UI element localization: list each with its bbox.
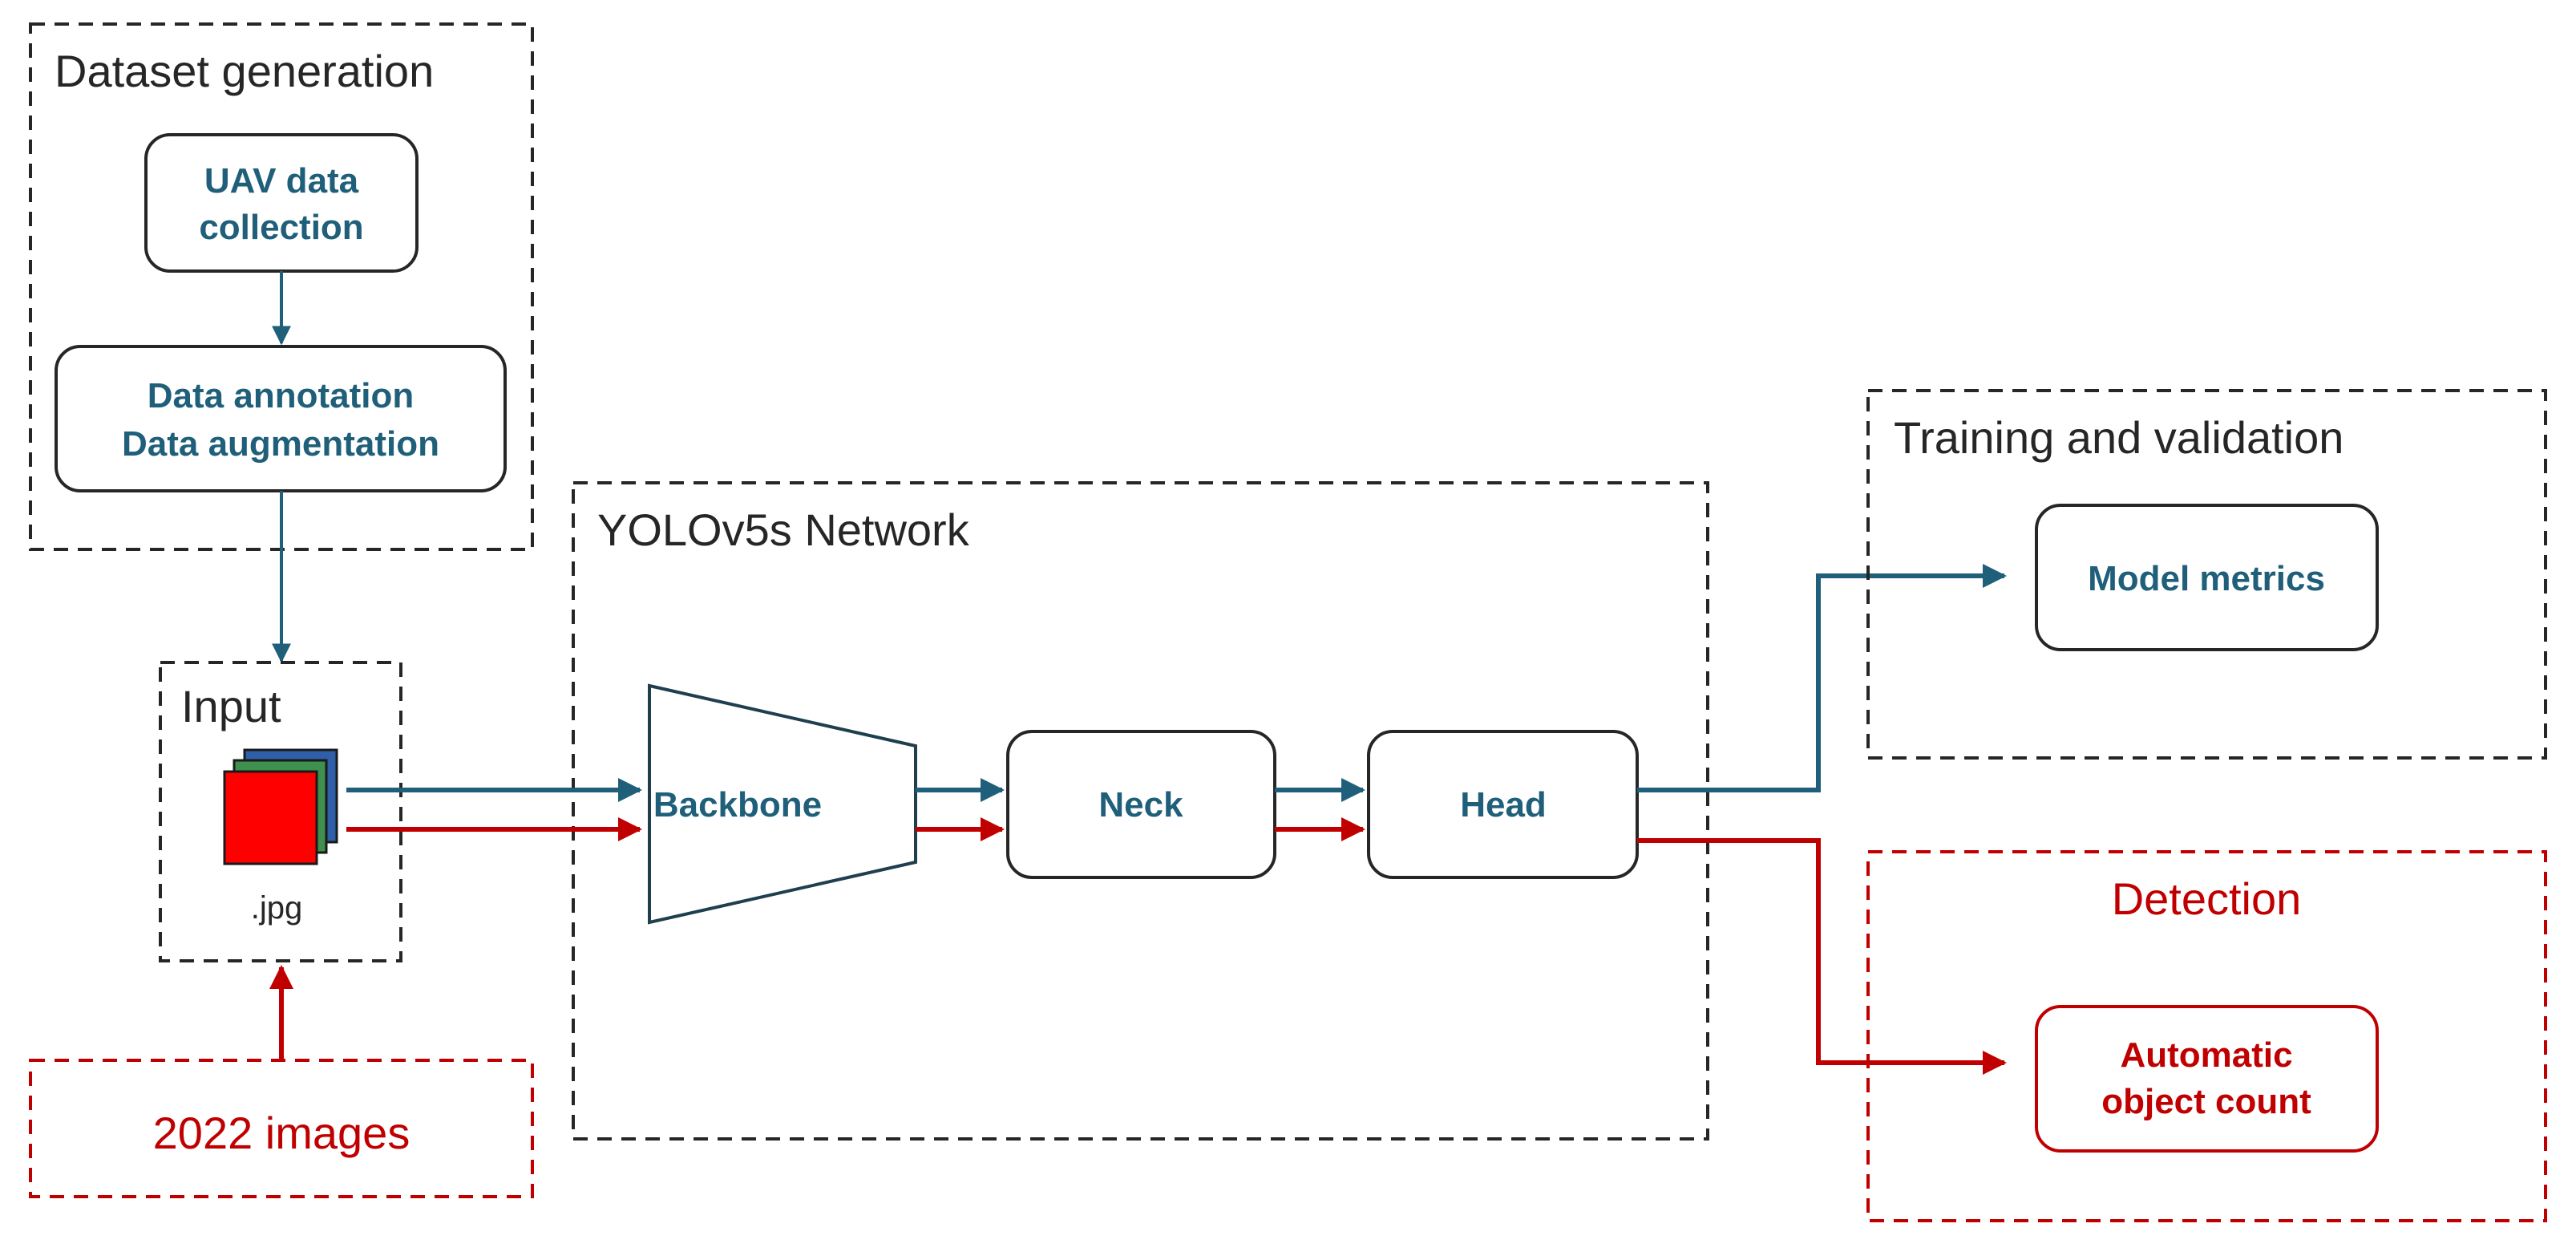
model-metrics-label: Model metrics (2088, 559, 2325, 598)
head-label: Head (1460, 785, 1547, 825)
neck-label: Neck (1098, 785, 1183, 825)
head-to-metrics-arrow (1637, 564, 2007, 792)
head-to-count-arrow (1637, 838, 2007, 1075)
annotation-label-line-2: Data augmentation (122, 424, 439, 464)
detection-group: Detection Automatic object count (1866, 850, 2547, 1222)
images-count-label: 2022 images (153, 1108, 410, 1158)
backbone-label: Backbone (653, 785, 822, 825)
network-title: YOLOv5s Network (597, 504, 970, 555)
neck-node: Neck (1006, 730, 1276, 879)
flow-arrows (346, 564, 2007, 1075)
uav-data-collection-node: UAV data collection (144, 133, 419, 273)
model-metrics-node: Model metrics (2035, 504, 2379, 651)
object-count-label-line-1: Automatic (2120, 1035, 2292, 1075)
training-validation-group: Training and validation Model metrics (1866, 389, 2547, 760)
dataset-generation-group: Dataset generation UAV data collection D… (29, 22, 534, 551)
head-node: Head (1367, 730, 1639, 879)
object-count-label-line-2: object count (2101, 1082, 2311, 1121)
uav-label-line-1: UAV data (204, 161, 359, 201)
detection-title: Detection (2112, 873, 2302, 924)
annotation-label-line-1: Data annotation (148, 376, 414, 415)
dataset-generation-title: Dataset generation (55, 46, 434, 96)
uav-label-line-2: collection (199, 208, 363, 247)
yolov5s-network-group: YOLOv5s Network Backbone Neck Head (572, 481, 1709, 1141)
input-title: Input (181, 681, 281, 731)
images-count-group: 2022 images (29, 1059, 534, 1198)
object-count-node: Automatic object count (2035, 1005, 2379, 1153)
backbone-node: Backbone (648, 683, 917, 925)
training-title: Training and validation (1894, 412, 2343, 463)
jpg-label: .jpg (251, 890, 303, 926)
image-stack-icon (223, 748, 338, 865)
data-annotation-node: Data annotation Data augmentation (55, 345, 507, 492)
input-group: Input .jpg (159, 661, 402, 962)
